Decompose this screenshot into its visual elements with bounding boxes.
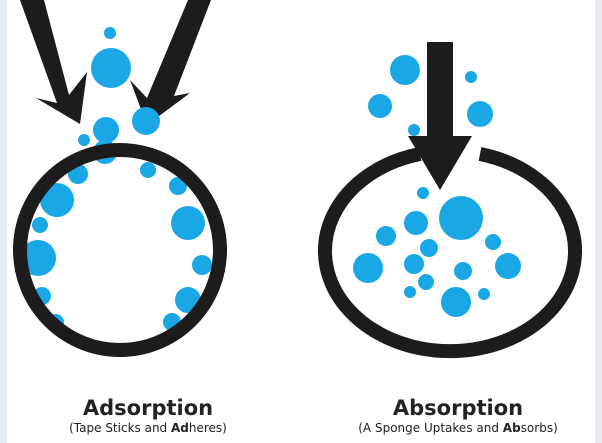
bubble	[441, 287, 471, 317]
adsorption-arrow-left-icon	[20, 0, 87, 124]
bubble	[404, 211, 428, 235]
adsorption-title: Adsorption	[28, 395, 268, 421]
adsorption-illustration	[20, 0, 220, 350]
bubble	[104, 27, 116, 39]
absorption-caption: Absorption (A Sponge Uptakes and Absorbs…	[338, 395, 578, 436]
bubble	[78, 134, 90, 146]
bubble	[418, 274, 434, 290]
bubble	[368, 94, 392, 118]
bubble	[376, 226, 396, 246]
bubble	[171, 206, 205, 240]
adsorption-subtitle: (Tape Sticks and Adheres)	[28, 421, 268, 436]
bubble	[420, 239, 438, 257]
absorption-illustration	[325, 42, 575, 351]
adsorption-subtitle-post: heres)	[189, 421, 227, 435]
adsorption-subtitle-pre: (Tape Sticks and	[69, 421, 171, 435]
bubble	[390, 55, 420, 85]
bubble	[353, 253, 383, 283]
absorption-subtitle-bold: Ab	[503, 421, 521, 435]
bubble	[417, 187, 429, 199]
absorption-container	[325, 154, 575, 351]
bubble	[404, 254, 424, 274]
bubble	[478, 288, 490, 300]
bubble	[93, 117, 119, 143]
bubble	[467, 101, 493, 127]
absorption-subtitle-post: sorbs)	[521, 421, 558, 435]
bubble	[465, 71, 477, 83]
bubble	[91, 48, 131, 88]
bubble	[404, 286, 416, 298]
absorbed-bubbles	[353, 187, 521, 317]
bubble	[485, 234, 501, 250]
bubble	[454, 262, 472, 280]
absorption-subtitle-pre: (A Sponge Uptakes and	[358, 421, 503, 435]
absorption-subtitle: (A Sponge Uptakes and Absorbs)	[338, 421, 578, 436]
adsorption-caption: Adsorption (Tape Sticks and Adheres)	[28, 395, 268, 436]
adsorption-arrow-right-icon	[130, 0, 211, 125]
bubble	[132, 107, 160, 135]
adsorption-subtitle-bold: Ad	[171, 421, 189, 435]
bubble	[439, 196, 483, 240]
bubble	[140, 162, 156, 178]
bubble	[495, 253, 521, 279]
absorption-title: Absorption	[338, 395, 578, 421]
bubble	[192, 255, 212, 275]
bubble	[408, 124, 420, 136]
bubble	[32, 217, 48, 233]
